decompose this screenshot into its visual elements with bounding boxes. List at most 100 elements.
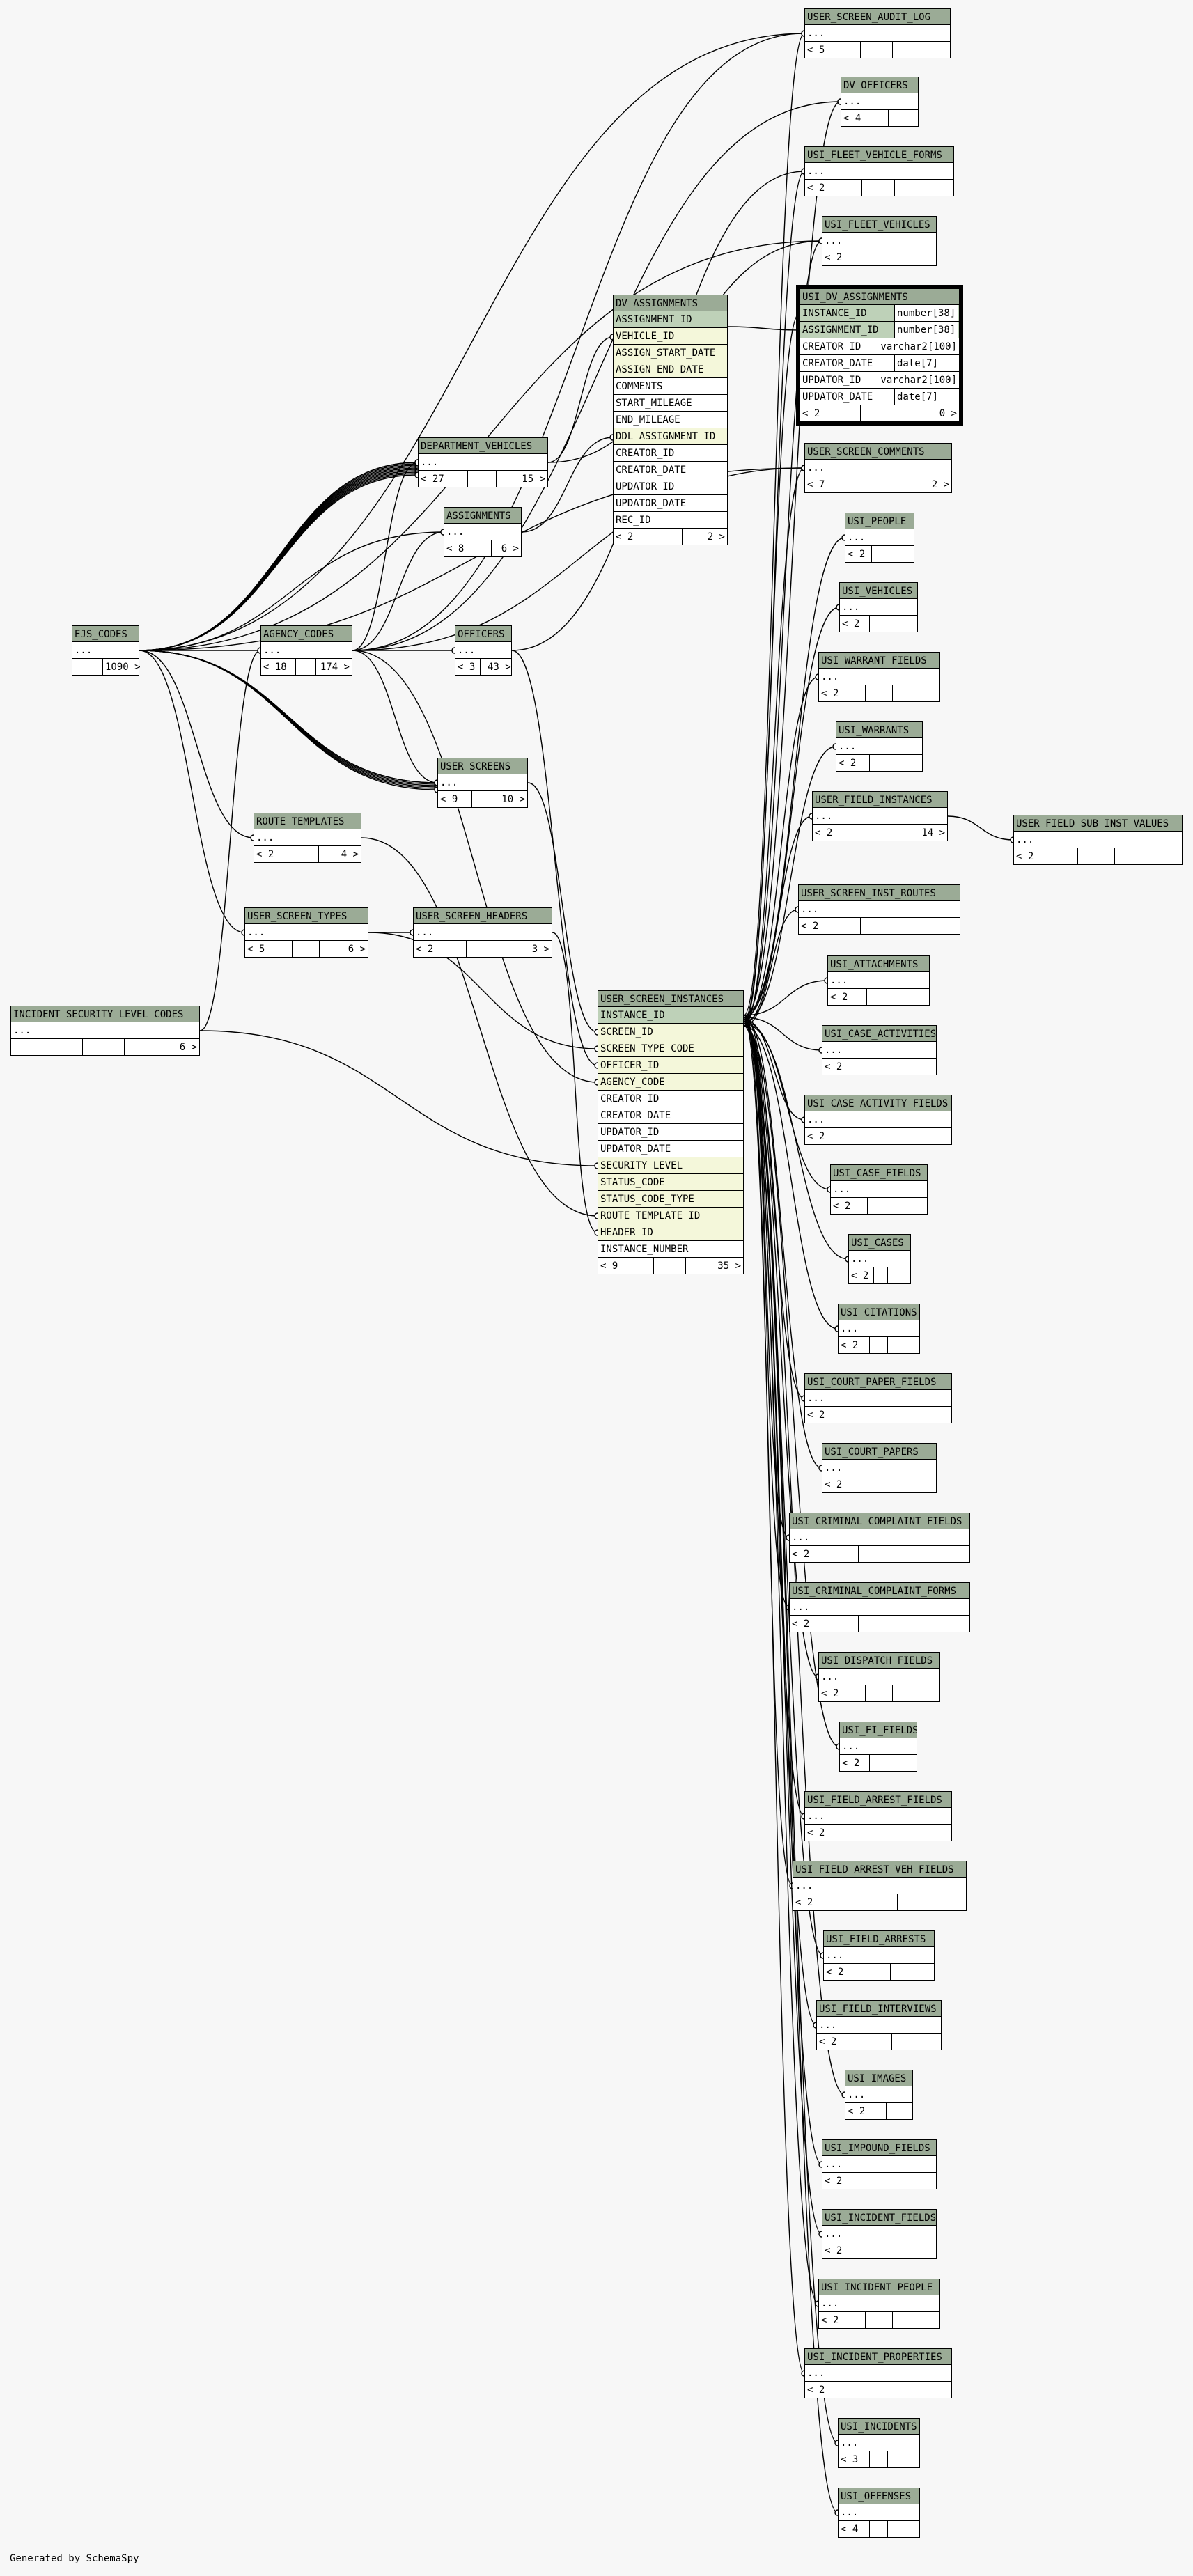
column-row[interactable]: ... [72,642,139,659]
row-count[interactable] [467,941,497,957]
row-count[interactable] [859,1894,898,1910]
child-count[interactable]: < 2 [824,1964,866,1980]
row-count[interactable] [866,1476,891,1492]
table-header[interactable]: USI_COURT_PAPERS [822,1443,937,1460]
column-row[interactable]: VEHICLE_ID [613,328,728,345]
column-row[interactable]: ... [254,829,361,846]
row-count[interactable] [98,659,103,675]
table-header[interactable]: USI_FI_FIELDS [839,1722,917,1738]
row-count[interactable] [866,2312,893,2328]
table-header[interactable]: USI_DISPATCH_FIELDS [818,1652,940,1669]
child-count[interactable]: < 9 [438,791,472,807]
column-row[interactable]: CREATOR_ID [613,445,728,462]
column-row[interactable]: ... [818,1669,940,1685]
table-header[interactable]: USI_FLEET_VEHICLES [822,216,937,233]
column-row[interactable]: ... [437,774,528,791]
table-usi-fleet-vehicle-forms[interactable]: USI_FLEET_VEHICLE_FORMS...< 2 [804,146,954,196]
row-count[interactable] [867,989,889,1005]
child-count[interactable]: < 18 [261,659,296,675]
parent-count[interactable] [888,2521,919,2537]
table-usi-incident-fields[interactable]: USI_INCIDENT_FIELDS...< 2 [822,2209,937,2259]
child-count[interactable]: < 2 [822,1476,866,1492]
table-usi-warrants[interactable]: USI_WARRANTS...< 2 [836,721,923,772]
child-count[interactable]: < 2 [414,941,467,957]
column-row[interactable]: ... [822,2226,937,2242]
table-usi-warrant-fields[interactable]: USI_WARRANT_FIELDS...< 2 [818,652,940,702]
column-row[interactable]: ... [838,2435,920,2451]
child-count[interactable]: < 2 [805,1407,861,1423]
row-count[interactable] [293,941,320,957]
table-header[interactable]: USI_FLEET_VEHICLE_FORMS [804,146,954,163]
row-count[interactable] [474,540,492,556]
table-usi-images[interactable]: USI_IMAGES...< 2 [845,2070,913,2120]
table-usi-offenses[interactable]: USI_OFFENSES...< 4 [838,2488,920,2538]
row-count[interactable] [83,1039,125,1055]
table-header[interactable]: USI_ATTACHMENTS [827,955,930,972]
child-count[interactable]: < 2 [1014,848,1078,864]
row-count[interactable] [870,2521,888,2537]
table-usi-criminal-complaint-fields[interactable]: USI_CRIMINAL_COMPLAINT_FIELDS...< 2 [789,1513,970,1563]
row-count[interactable] [874,1267,888,1283]
column-row[interactable]: ... [818,2295,940,2312]
parent-count[interactable] [893,42,950,58]
table-usi-cases[interactable]: USI_CASES...< 2 [848,1234,911,1284]
column-row[interactable]: ... [822,1460,937,1476]
child-count[interactable]: < 2 [805,180,862,196]
child-count[interactable]: < 3 [839,2451,870,2467]
column-row[interactable]: ... [845,2086,913,2103]
column-row[interactable]: ... [804,1390,952,1407]
column-row[interactable]: HEADER_ID [598,1224,744,1241]
table-header[interactable]: USI_DV_ASSIGNMENTS [800,288,960,305]
row-count[interactable] [866,249,891,265]
table-header[interactable]: USI_OFFENSES [838,2488,920,2504]
column-row[interactable]: ... [822,233,937,249]
column-row[interactable]: CREATOR_ID [598,1091,744,1107]
column-row[interactable]: ... [804,2365,952,2382]
row-count[interactable] [468,471,497,487]
parent-count[interactable]: 35 > [717,1260,741,1272]
row-count[interactable] [866,2242,891,2258]
table-header[interactable]: DEPARTMENT_VEHICLES [418,437,548,454]
table-header[interactable]: USI_VEHICLES [839,582,918,599]
row-count[interactable] [859,1546,898,1562]
parent-count[interactable]: 14 > [921,827,945,838]
child-count[interactable]: < 2 [828,989,867,1005]
parent-count[interactable] [894,1128,951,1144]
parent-count[interactable] [888,2451,919,2467]
row-count[interactable] [866,1964,891,1980]
parent-count[interactable] [891,1476,936,1492]
column-row[interactable]: ... [804,1808,952,1825]
table-user-screen-audit-log[interactable]: USER_SCREEN_AUDIT_LOG...< 5 [804,8,951,58]
column-row[interactable]: ... [838,2504,920,2521]
column-row[interactable]: ROUTE_TEMPLATE_ID [598,1208,744,1224]
table-header[interactable]: ROUTE_TEMPLATES [254,813,361,829]
parent-count[interactable] [887,1755,917,1771]
row-count[interactable] [872,546,887,562]
parent-count[interactable]: 174 > [320,662,350,673]
row-count[interactable] [870,1755,887,1771]
parent-count[interactable]: 2 > [707,531,725,542]
row-count[interactable] [870,2451,888,2467]
column-row[interactable]: ... [260,642,352,659]
parent-count[interactable]: 15 > [522,474,545,485]
table-usi-criminal-complaint-forms[interactable]: USI_CRIMINAL_COMPLAINT_FORMS...< 2 [789,1582,970,1632]
table-header[interactable]: ASSIGNMENTS [444,507,522,524]
child-count[interactable]: < 2 [614,529,657,545]
column-row[interactable]: ... [848,1251,911,1267]
parent-count[interactable] [887,2103,912,2119]
parent-count[interactable]: 4 > [341,849,359,860]
table-header[interactable]: USI_FIELD_ARRESTS [823,1930,935,1947]
column-row[interactable]: ... [827,972,930,989]
parent-count[interactable] [892,2034,941,2050]
column-row[interactable]: OFFICER_ID [598,1057,744,1074]
table-header[interactable]: USI_CASES [848,1234,911,1251]
child-count[interactable] [72,659,98,675]
table-ejs-codes[interactable]: EJS_CODES...1090 > [72,625,141,676]
table-header[interactable]: DV_OFFICERS [841,77,919,93]
